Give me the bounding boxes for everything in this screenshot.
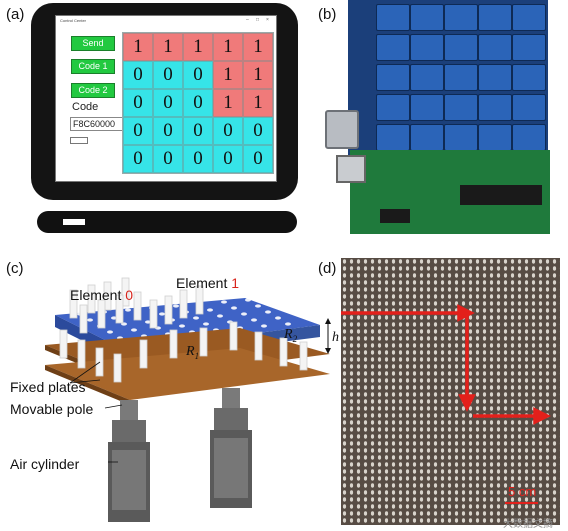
r2-label: R2: [284, 327, 298, 344]
panel-c-label: (c): [6, 260, 24, 277]
watermark-text: 大数据文摘: [503, 519, 553, 530]
grid-cell: 0: [183, 89, 213, 117]
relay-module: [410, 94, 444, 121]
pin-array-diagram: [45, 277, 331, 522]
trackpad-slot: [63, 219, 85, 225]
relay-module: [410, 64, 444, 91]
grid-cell: 0: [123, 61, 153, 89]
send-button[interactable]: Send: [71, 36, 115, 51]
r1-label: R1: [186, 344, 200, 361]
grid-cell: 1: [213, 89, 243, 117]
grid-cell: 1: [213, 33, 243, 61]
relay-module: [478, 94, 512, 121]
pin-array-photo: 5 cm: [341, 258, 560, 525]
relay-board: [348, 0, 548, 160]
grid-cell: 1: [153, 33, 183, 61]
relay-module: [512, 124, 546, 151]
minimize-icon[interactable]: –: [246, 17, 249, 23]
app-window: Control Center – □ × Send Code 1 Code 2 …: [55, 15, 277, 182]
relay-module: [512, 4, 546, 31]
usb-connector: [336, 155, 366, 183]
microcontroller-chip: [460, 185, 542, 205]
relay-module: [478, 64, 512, 91]
grid-cell: 0: [123, 117, 153, 145]
grid-cell: 0: [183, 117, 213, 145]
window-title: Control Center: [60, 18, 87, 23]
relay-module: [376, 94, 410, 121]
grid-cell: 0: [243, 117, 273, 145]
grid-cell: 1: [183, 33, 213, 61]
panel-a-label: (a): [6, 6, 25, 23]
code-label: Code: [72, 101, 99, 113]
code-input[interactable]: F8C60000: [70, 117, 123, 131]
relay-module: [444, 124, 478, 151]
laptop-base: [37, 211, 297, 233]
fixed-plates-label: Fixed plates: [10, 379, 86, 395]
grid-cell: 0: [123, 89, 153, 117]
relay-module: [444, 64, 478, 91]
grid-cell: 0: [153, 89, 183, 117]
grid-cell: 0: [153, 117, 183, 145]
relay-module: [444, 94, 478, 121]
grid-cell: 0: [123, 145, 153, 173]
relay-module: [444, 34, 478, 61]
relay-module: [376, 4, 410, 31]
air-cylinder-right: [210, 388, 252, 508]
relay-module: [512, 64, 546, 91]
grid-cell: 1: [243, 89, 273, 117]
grid-cell: 0: [213, 145, 243, 173]
h-label: h: [332, 330, 339, 345]
relay-module: [376, 124, 410, 151]
panel-b-label: (b): [318, 6, 337, 23]
relay-module: [478, 124, 512, 151]
code2-button[interactable]: Code 2: [71, 83, 115, 98]
element1-label: Element 1: [176, 275, 240, 291]
raised-path-arrows: [341, 304, 551, 425]
relay-module: [410, 34, 444, 61]
relay-module: [512, 94, 546, 121]
port-select[interactable]: [70, 137, 88, 144]
relay-module: [410, 4, 444, 31]
grid-cell: 1: [213, 61, 243, 89]
relay-module: [478, 4, 512, 31]
grid-cell: 1: [243, 61, 273, 89]
movable-pole-label: Movable pole: [10, 401, 94, 417]
relay-module: [376, 64, 410, 91]
grid-cell: 0: [213, 117, 243, 145]
serial-connector: [325, 110, 359, 149]
grid-cell: 1: [243, 33, 273, 61]
maximize-icon[interactable]: □: [256, 17, 260, 23]
scale-label: 5 cm: [508, 484, 537, 499]
logic-chip: [380, 209, 410, 223]
relay-module: [478, 34, 512, 61]
air-cylinder-left: [108, 400, 150, 522]
grid-cell: 1: [123, 33, 153, 61]
close-icon[interactable]: ×: [266, 17, 269, 23]
grid-cell: 0: [153, 61, 183, 89]
grid-cell: 0: [183, 145, 213, 173]
grid-cell: 0: [183, 61, 213, 89]
element0-label: Element 0: [70, 287, 134, 303]
relay-module: [444, 4, 478, 31]
relay-module: [410, 124, 444, 151]
air-cylinder-label: Air cylinder: [10, 456, 80, 472]
panel-d-label: (d): [318, 260, 337, 277]
code1-button[interactable]: Code 1: [71, 59, 115, 74]
relay-module: [376, 34, 410, 61]
relay-module: [512, 34, 546, 61]
grid-cell: 0: [153, 145, 183, 173]
grid-cell: 0: [243, 145, 273, 173]
